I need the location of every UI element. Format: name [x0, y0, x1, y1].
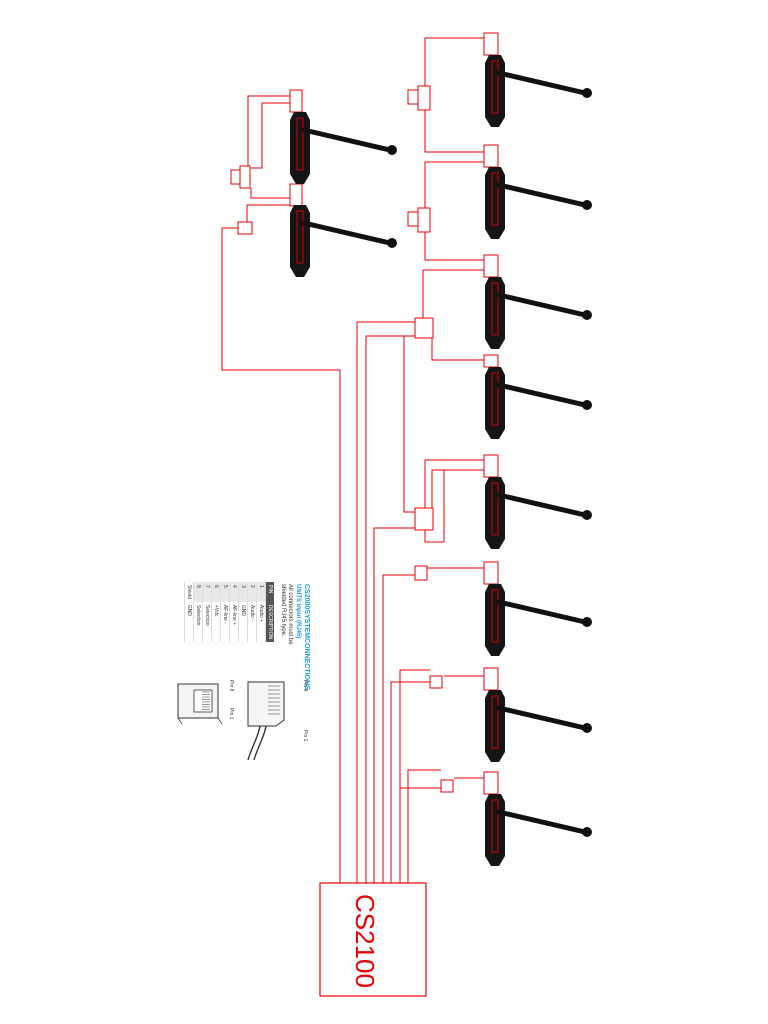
connector — [239, 165, 251, 189]
wire-mid-6 — [424, 470, 445, 543]
desc-cell: +Vdc — [211, 601, 221, 643]
connector — [417, 207, 431, 233]
spec-subtitle: UNITS input (RJ45) — [295, 584, 301, 639]
connector — [483, 454, 499, 478]
connector — [407, 211, 419, 227]
pin-cell: 4 — [229, 582, 239, 602]
spec-note: All connectors must be shielded RJ45 typ… — [280, 584, 293, 645]
connector — [289, 183, 303, 207]
microphone-unit — [485, 277, 592, 349]
microphone-unit — [485, 167, 592, 239]
pin-cell: 7 — [202, 582, 212, 602]
desc-cell: Audio + — [256, 601, 266, 643]
microphone-unit — [485, 690, 592, 762]
rj45-plug-illustration — [247, 681, 285, 761]
connector — [483, 354, 499, 368]
connector — [414, 565, 428, 581]
wire-mid-4 — [424, 459, 485, 510]
connector — [289, 89, 303, 113]
wire-top-left-link — [246, 204, 297, 222]
connector — [483, 667, 499, 691]
rj45-jack-illustration — [177, 683, 223, 725]
wire-right-2b — [424, 232, 485, 261]
microphone-unit — [485, 794, 592, 866]
pin-header: PIN — [265, 582, 274, 602]
microphone-unit — [290, 205, 397, 277]
connector — [483, 771, 499, 795]
pin1-label-jack: Pin 1 — [228, 708, 234, 720]
pin-cell: 3 — [238, 582, 248, 602]
wire-top-left-link-b — [250, 188, 297, 199]
central-unit: CS2100 — [319, 882, 427, 997]
connector — [440, 779, 454, 793]
connector — [483, 144, 499, 168]
pin-cell: 8 — [193, 582, 203, 602]
wire-trunk-4 — [382, 574, 415, 883]
pin8-label-jack: Pin 8 — [228, 680, 234, 692]
wire-trunk-6 — [399, 787, 441, 883]
desc-cell: AF-line - — [220, 601, 230, 643]
description-header: DESCRIPTION — [265, 601, 274, 643]
spec-title: CS2000SYSTEMCONNECTIONS — [303, 584, 310, 690]
microphone-unit — [485, 477, 592, 549]
wire-mid-2 — [431, 336, 485, 361]
connector — [483, 32, 499, 56]
connection-spec-panel: CS2000SYSTEMCONNECTIONS UNITS input (RJ4… — [150, 580, 312, 765]
central-unit-label: CS2100 — [350, 894, 380, 988]
pin-cell: Shield — [184, 582, 194, 602]
microphone-unit — [290, 112, 397, 184]
desc-cell: Audio - — [247, 601, 257, 643]
wire-top-left-upper-b — [251, 102, 292, 169]
desc-cell: AF-line + — [229, 601, 239, 643]
wire-trunk-1 — [356, 321, 415, 883]
wire-right-1b — [424, 110, 485, 153]
table-row: 6+Vdc — [211, 582, 221, 643]
connector — [483, 254, 499, 278]
wire-trunk-2 — [365, 335, 415, 883]
pin-cell: 1 — [256, 582, 266, 602]
connector — [429, 675, 443, 689]
pin-cell: 5 — [220, 582, 230, 602]
desc-cell: Selection — [193, 601, 203, 643]
wire-trunk-5 — [390, 681, 430, 883]
wire-mid-1 — [422, 269, 485, 320]
microphone-unit — [485, 55, 592, 127]
desc-cell: GND — [184, 601, 194, 643]
pin1-label-plug: Pin 1 — [302, 730, 308, 742]
pin-cell: 6 — [211, 582, 221, 602]
wire-trunk-7 — [407, 769, 441, 883]
microphone-unit — [485, 584, 592, 656]
connector — [414, 507, 434, 531]
wire-top-left-pair — [221, 227, 341, 883]
central-unit-box — [319, 882, 427, 997]
pin8-label-plug: Pin 8 — [302, 680, 308, 692]
desc-cell: GND — [238, 601, 248, 643]
wire-mid-3 — [403, 335, 415, 513]
wire-trunk-3 — [373, 527, 415, 883]
pin-cell: 2 — [247, 582, 257, 602]
desc-cell: Selection — [202, 601, 212, 643]
connector — [483, 561, 499, 585]
connector — [417, 85, 431, 111]
microphone-unit — [485, 367, 592, 439]
connector — [414, 317, 434, 339]
wire-mid-5 — [431, 469, 485, 510]
connector — [237, 221, 253, 235]
connector — [407, 89, 419, 105]
wire-trunk-8 — [399, 669, 430, 883]
